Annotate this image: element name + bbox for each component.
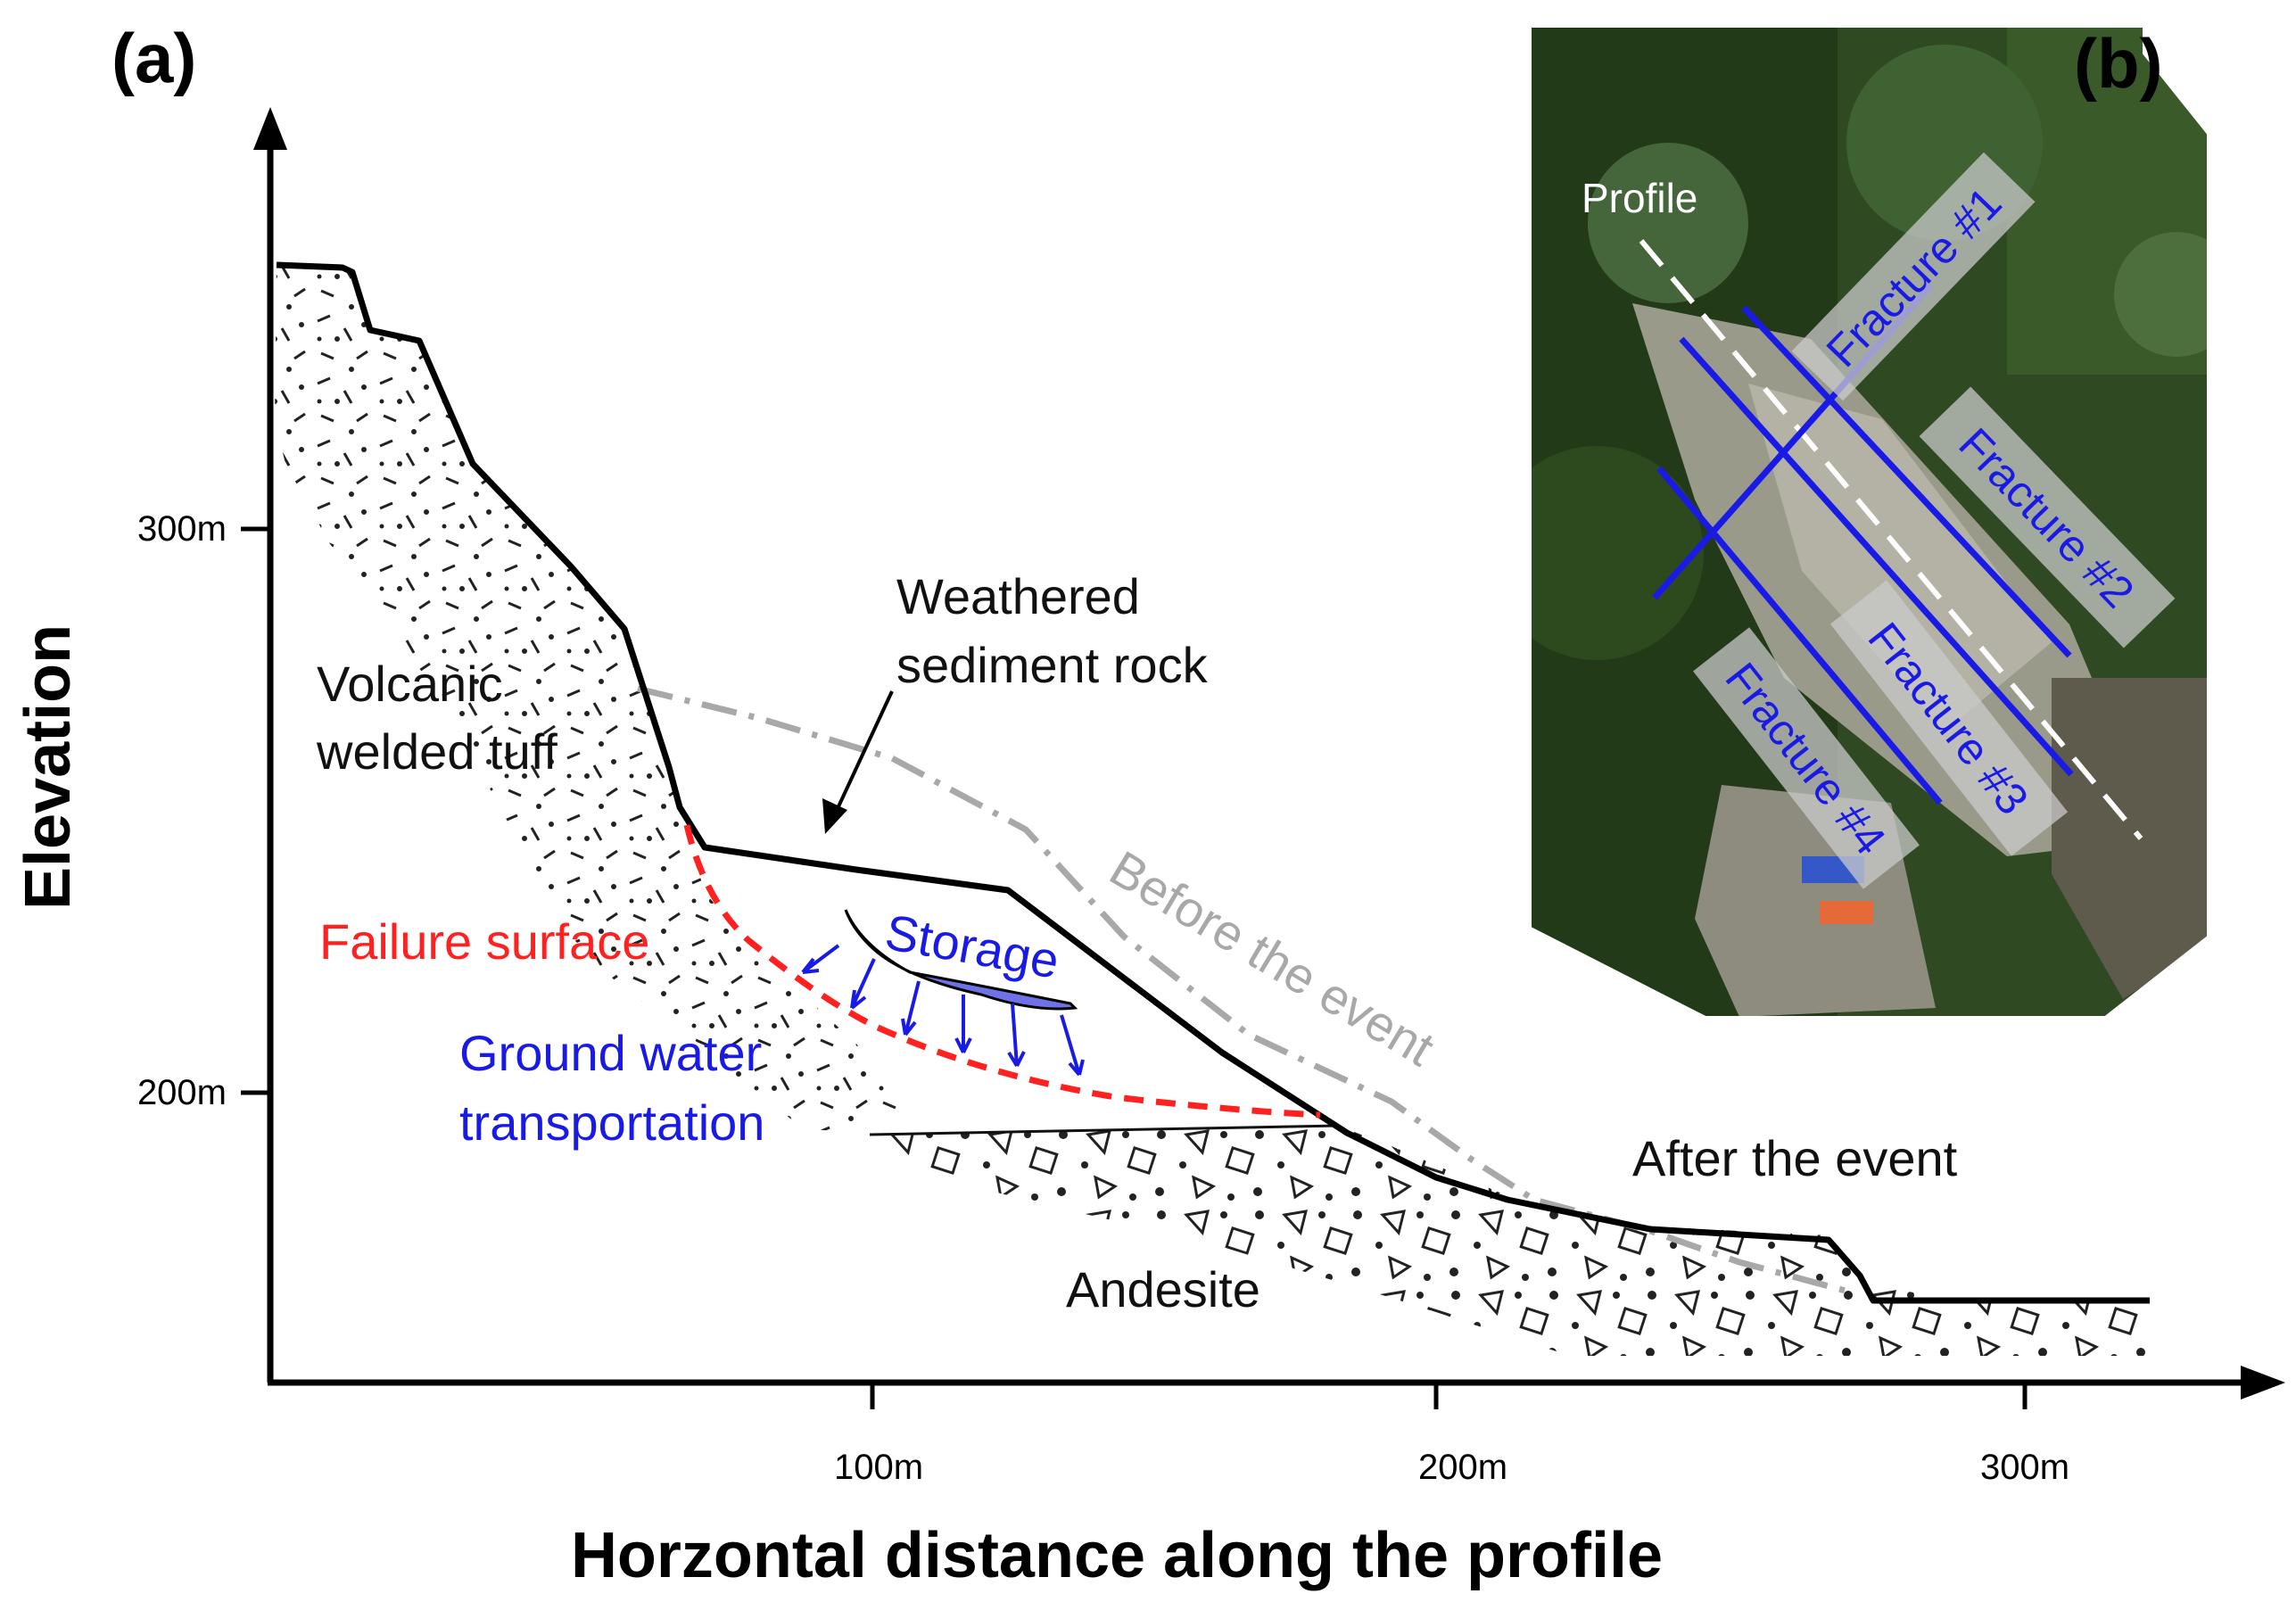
label-volcanic-2: welded tuff [316, 723, 557, 780]
axes: 300m 200m 100m 200m 300m Elevation Horzo… [12, 107, 2285, 1591]
label-groundwater-2: transportation [459, 1094, 764, 1151]
label-failure-surface: Failure surface [319, 913, 649, 970]
x-tick-label-300: 300m [1980, 1448, 2069, 1487]
before-event-line [637, 685, 1856, 1297]
gw-arrow-icon-2 [850, 958, 876, 1010]
fracture-line-4 [1656, 466, 1943, 805]
label-weathered-2: sediment rock [896, 637, 1209, 693]
x-axis-title: Horzontal distance along the profile [571, 1520, 1663, 1591]
x-tick-label-100: 100m [834, 1448, 923, 1487]
after-event-line [276, 261, 2150, 1304]
weathered-leader [822, 690, 894, 834]
failure-surface-line [683, 824, 1321, 1119]
label-weathered-1: Weathered [896, 568, 1140, 624]
leader-arrow-icon [822, 798, 847, 834]
gw-arrow-icon-4 [954, 995, 972, 1053]
fracture-1-label-box [1791, 152, 2036, 401]
fracture-line-2 [1741, 305, 2072, 658]
profile-label: Profile [1582, 175, 1697, 221]
fracture-label-boxes [1693, 152, 2176, 889]
panel-a-tag: (a) [111, 19, 196, 97]
panel-b: (b) Profile Fracture #1 Fracture #2 Frac… [1530, 24, 2209, 1018]
fracture-4-label-box [1693, 627, 1920, 889]
x-axis-arrow-icon [2241, 1366, 2285, 1400]
gw-arrow-icon-3 [901, 980, 921, 1036]
x-tick-label-200: 200m [1418, 1448, 1507, 1487]
fracture-3-label-box [1829, 580, 2069, 856]
label-volcanic-1: Volcanic [317, 656, 503, 712]
gw-arrow-icon-1 [801, 944, 840, 974]
andesite-layer [870, 1126, 2150, 1356]
y-tick-label-200: 200m [137, 1073, 227, 1112]
panel-b-tag: (b) [2074, 24, 2163, 103]
y-tick-label-300: 300m [137, 509, 227, 549]
profile-line [1639, 239, 2143, 840]
groundwater-arrows [801, 944, 1085, 1077]
gw-arrow-icon-5 [1007, 1003, 1026, 1068]
fracture-line-3 [1679, 336, 2074, 777]
geology-layers [275, 265, 2150, 1356]
label-groundwater-1: Ground water [459, 1025, 762, 1081]
volcanic-tuff-layer [275, 265, 901, 1135]
label-andesite: Andesite [1066, 1261, 1260, 1317]
photo-outline [1530, 26, 2209, 1018]
label-after-event: After the event [1632, 1130, 1958, 1186]
label-storage: Storage [881, 904, 1063, 989]
gw-arrow-icon-6 [1060, 1014, 1085, 1077]
y-axis-arrow-icon [253, 107, 287, 150]
fracture-2-label-box [1919, 386, 2176, 648]
contact-line [869, 1124, 1339, 1136]
storage-lens [844, 909, 1078, 1011]
y-axis-title: Elevation [12, 624, 84, 910]
